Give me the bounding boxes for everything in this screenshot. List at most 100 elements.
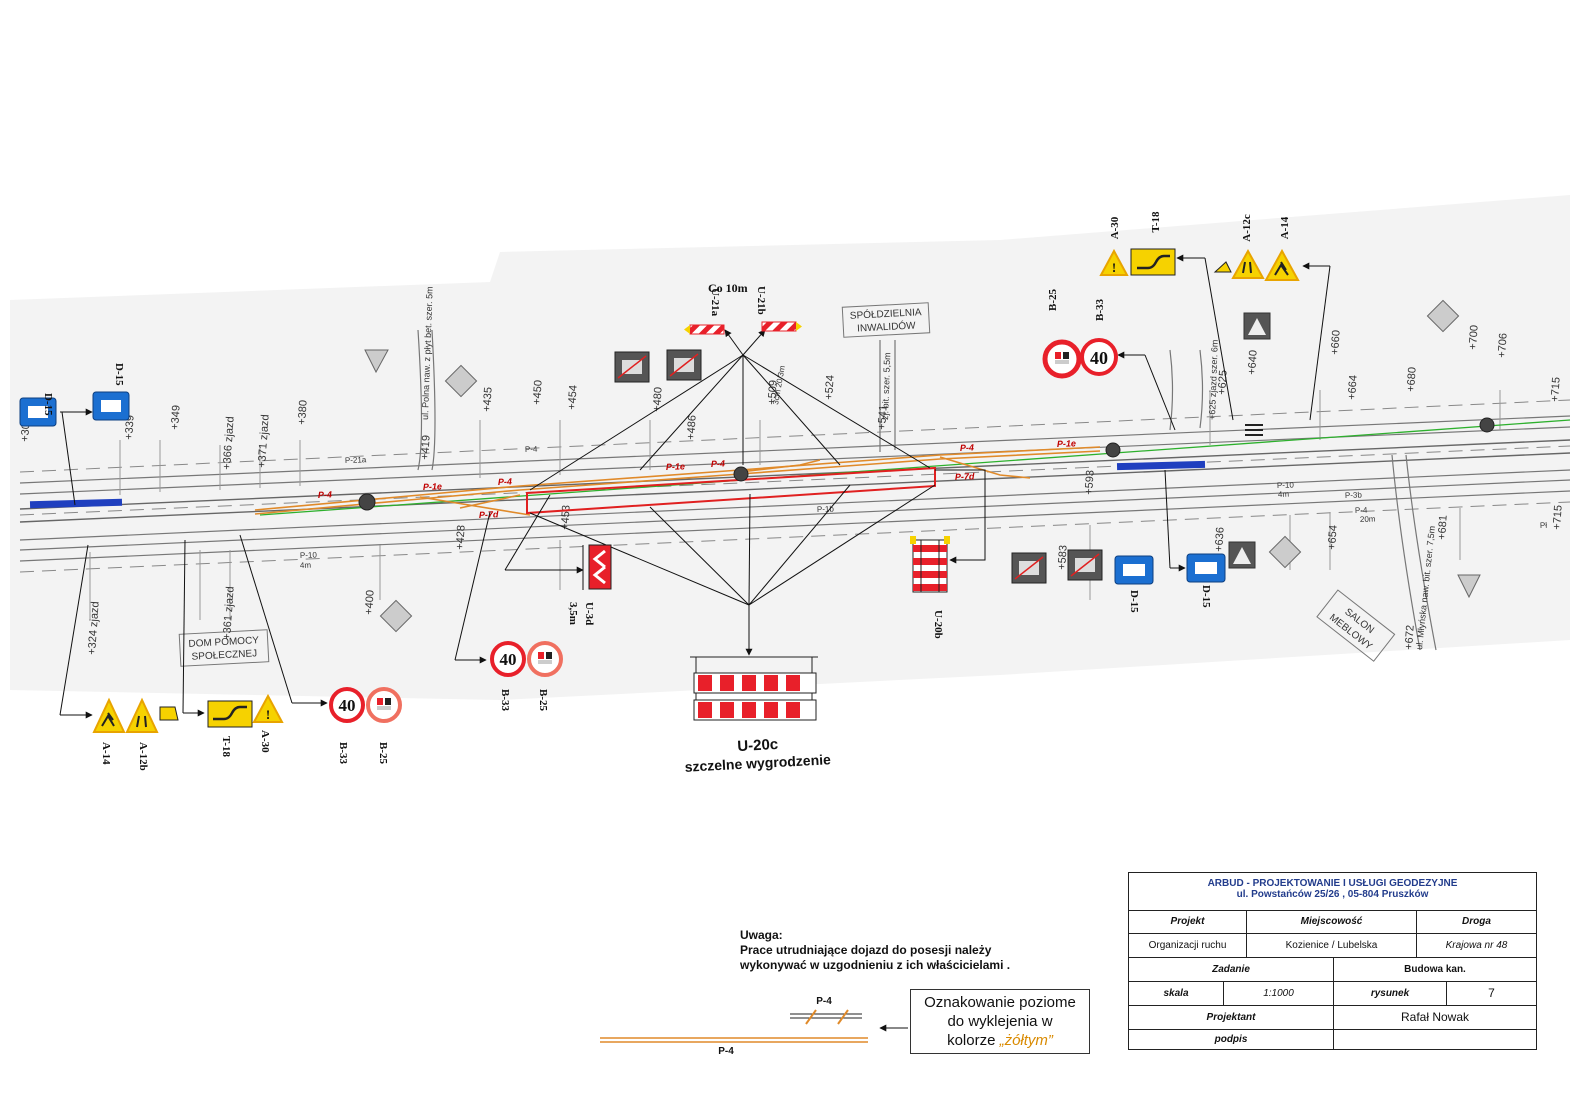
- chainage-label: +660: [1329, 330, 1343, 356]
- miejscowosc-value: Kozienice / Lubelska: [1247, 934, 1417, 957]
- podpis-label: podpis: [1129, 1030, 1334, 1050]
- building-spoldzielnia: SPÓŁDZIELNIA INWALIDÓW: [841, 302, 931, 338]
- projekt-label: Projekt: [1129, 910, 1247, 933]
- street-zjazd-bit: zj. bit. szer. 5,5m: [880, 352, 892, 420]
- lamp-symbol: [1105, 442, 1121, 458]
- legend-color: „żółtym”: [999, 1032, 1053, 1049]
- building-dom-pomocy: DOM POMOCY SPOŁECZNEJ: [178, 629, 270, 667]
- lamp-symbol: [358, 493, 376, 511]
- temporary-marking-label: P-4: [498, 477, 512, 487]
- green-centerline: [259, 419, 1571, 516]
- chainage-label: +486: [685, 415, 699, 441]
- note-line-1: Prace utrudniające dojazd do posesji nal…: [740, 943, 992, 957]
- temporary-marking-p4: [254, 446, 1101, 516]
- zadanie-value: Budowa kan.: [1404, 964, 1466, 975]
- sign-d15-crossed: [1011, 552, 1047, 584]
- svg-text:B-33: B-33: [499, 689, 511, 712]
- road-marking-label: P-10: [1277, 480, 1295, 490]
- sign-t18-left: T-18: [207, 700, 253, 757]
- chainage-label: +349: [169, 405, 183, 431]
- pedestrian-crossing: [1245, 424, 1263, 436]
- chainage-label: +715: [1551, 505, 1565, 531]
- droga-label: Droga: [1462, 916, 1491, 927]
- road-marking-label: 4m: [1278, 490, 1290, 499]
- sign-d15-right-2: D-15: [1186, 553, 1226, 608]
- existing-sign-a14: [1228, 541, 1256, 569]
- droga-value: Krajowa nr 48: [1445, 940, 1508, 951]
- temporary-marking-label: P-1e: [423, 481, 442, 492]
- tb-row-scale: skala 1:1000 rysunek 7: [1129, 982, 1536, 1006]
- chainage-top-group: +308+339+349+366 zjazd+371 zjazd+380+419…: [19, 325, 1563, 471]
- sign-b25-crossed: [614, 351, 650, 383]
- miejscowosc-label: Miejscowość: [1247, 910, 1417, 933]
- svg-text:DOM POMOCY: DOM POMOCY: [188, 635, 259, 650]
- chainage-label: +664: [1346, 375, 1360, 401]
- svg-text:3,5m: 3,5m: [567, 602, 579, 625]
- street-zjazd-625: +625 zjazd szer. 6m: [1207, 339, 1220, 420]
- work-zone: [526, 466, 936, 515]
- svg-text:A-30: A-30: [1109, 216, 1121, 239]
- sign-d15-crossed: [666, 349, 702, 381]
- svg-text:SPOŁECZNEJ: SPOŁECZNEJ: [191, 648, 257, 662]
- svg-text:T-18: T-18: [220, 736, 232, 757]
- sign-d15-left-1: D-15: [19, 393, 57, 427]
- sign-b25-right: B-25: [1042, 289, 1082, 379]
- chainage-label: +366 zjazd: [221, 416, 237, 470]
- existing-sign-a14: [1243, 312, 1271, 340]
- sign-a30-left: ! A-30: [252, 693, 284, 753]
- svg-text:T-18: T-18: [1150, 211, 1162, 232]
- chainage-label: +715: [1549, 377, 1563, 403]
- company-name: ARBUD - PROJEKTOWANIE I USŁUGI GEODEZYJN…: [1207, 878, 1458, 889]
- svg-text:A-12c: A-12c: [1241, 214, 1253, 242]
- svg-text:B-33: B-33: [1094, 299, 1106, 322]
- chainage-label: +541: [876, 405, 890, 431]
- chainage-label: +681: [1436, 515, 1450, 541]
- chainage-label: +654: [1326, 525, 1340, 551]
- svg-text:A-12b: A-12b: [137, 742, 149, 771]
- street-polna: ul. Polna naw. z płyt bet. szer. 5m: [420, 286, 435, 420]
- existing-sign-d1: [444, 364, 478, 398]
- svg-text:U-3d: U-3d: [583, 602, 595, 625]
- temporary-marking-label: P-4: [960, 443, 974, 453]
- legend-p4-sample: P-4 P-4: [600, 996, 908, 1057]
- sign-u21a: U-21a: [684, 288, 725, 335]
- tb-row-labels: Projekt Miejscowość Droga: [1129, 910, 1536, 934]
- tb-row-podpis: podpis: [1129, 1030, 1536, 1050]
- existing-sign-d1: [1426, 299, 1460, 333]
- road-marking-label: 20m: [1360, 514, 1376, 524]
- note-line-2: wykonywać w uzgodnieniu z ich właściciel…: [740, 958, 1011, 972]
- title-block-header: ARBUD - PROJEKTOWANIE I USŁUGI GEODEZYJN…: [1129, 873, 1536, 911]
- svg-text:U-21a: U-21a: [709, 288, 721, 317]
- base-map: SPÓŁDZIELNIA INWALIDÓW DOM POMOCY SPOŁEC…: [10, 195, 1571, 700]
- svg-text:40: 40: [1090, 348, 1108, 368]
- tb-row-zadanie: Zadanie Budowa kan.: [1129, 958, 1536, 982]
- svg-text:A-14: A-14: [1279, 216, 1291, 239]
- existing-sign-a7: [364, 349, 389, 374]
- existing-sign-d1: [379, 599, 413, 633]
- existing-sign-a7: [1457, 574, 1481, 599]
- chainage-label: +450: [531, 380, 545, 406]
- chainage-label: +324 zjazd: [86, 601, 102, 655]
- leader-lines: [59, 254, 1331, 719]
- svg-text:SPÓŁDZIELNIA: SPÓŁDZIELNIA: [850, 305, 923, 322]
- tb-row-values: Organizacji ruchu Kozienice / Lubelska K…: [1129, 934, 1536, 958]
- sign-b33-right: 40 B-33: [1080, 299, 1118, 376]
- chainage-label: +593: [1083, 470, 1097, 496]
- sign-u21b: U-21b: [755, 286, 802, 332]
- bus-stop-bar: [1116, 460, 1206, 471]
- projektant-label: Projektant: [1129, 1006, 1334, 1029]
- chainage-label: +480: [651, 387, 665, 413]
- chainage-label: +419: [419, 435, 433, 461]
- road-marking-label: 4m: [300, 561, 312, 570]
- lamp-symbol: [1479, 417, 1495, 433]
- svg-text:D-15: D-15: [1200, 585, 1212, 608]
- svg-text:P-4: P-4: [816, 996, 832, 1007]
- svg-text:D-15: D-15: [1128, 590, 1140, 613]
- skala-value: 1:1000: [1224, 982, 1334, 1005]
- legend-line-2: do wyklejenia w: [947, 1013, 1053, 1030]
- svg-text:B-25: B-25: [377, 742, 389, 765]
- company-address: ul. Powstańców 25/26 , 05-804 Pruszków: [1236, 889, 1429, 900]
- sign-t18-right: T-18: [1130, 211, 1176, 276]
